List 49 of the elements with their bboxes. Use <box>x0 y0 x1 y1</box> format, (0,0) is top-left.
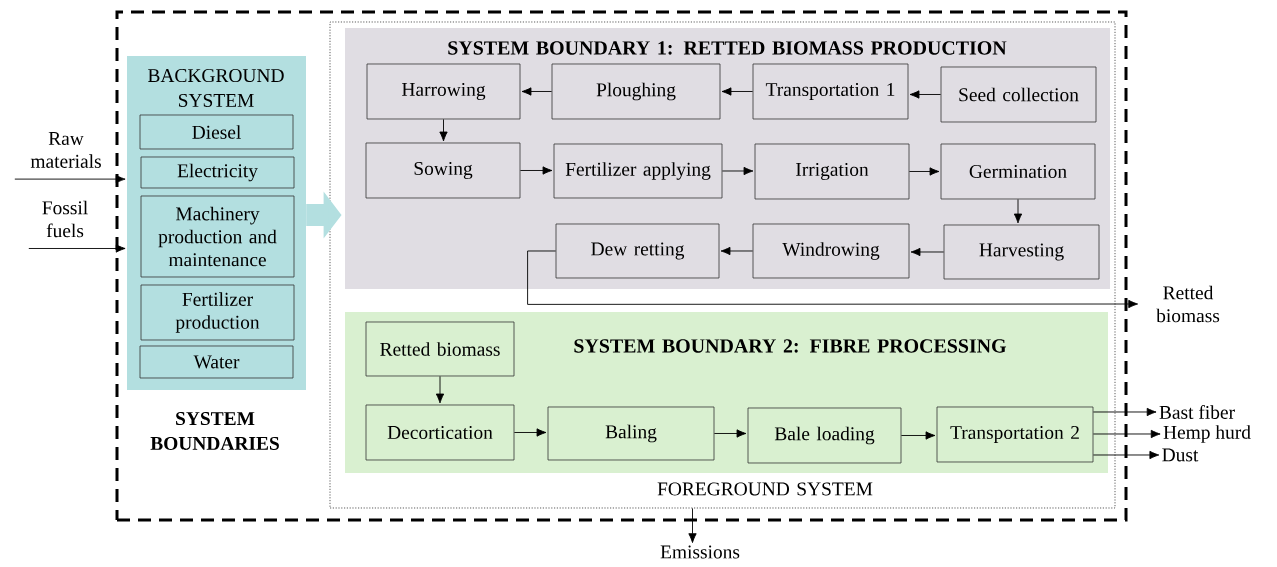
arrow <box>28 244 126 253</box>
process-box: Dew retting <box>555 223 720 279</box>
output-label: Emissions <box>660 545 740 559</box>
arrow <box>720 246 754 256</box>
arrow <box>909 90 942 99</box>
input-label: Fossil fuels <box>42 200 88 238</box>
output-label: Retted biomass <box>1156 285 1220 323</box>
process-box: Diesel <box>139 114 294 150</box>
arrow <box>713 429 747 438</box>
arrow <box>1092 407 1157 417</box>
arrow <box>521 87 553 96</box>
process-box: Transportation 1 <box>752 63 909 120</box>
arrow <box>435 375 445 404</box>
arrow <box>527 250 1139 309</box>
process-box: Ploughing <box>551 63 721 120</box>
process-box: Bale loading <box>747 407 902 464</box>
arrow <box>908 167 940 176</box>
arrow <box>14 175 126 184</box>
process-box: Fertilizer production <box>140 284 295 341</box>
output-label: Dust <box>1162 448 1199 462</box>
output-label: Bast fiber <box>1159 405 1235 419</box>
process-box: Fertilizer applying <box>553 143 723 199</box>
input-label: Raw materials <box>30 132 101 168</box>
arrow <box>721 87 754 96</box>
process-box: Baling <box>547 406 715 461</box>
arrow <box>721 166 754 176</box>
process-box: Transportation 2 <box>936 406 1094 463</box>
process-box: Harrowing <box>366 63 521 120</box>
process-box: Windrowing <box>752 223 910 279</box>
arrow <box>688 507 697 543</box>
arrow <box>1013 198 1023 224</box>
process-box: Seed collection <box>940 66 1097 123</box>
arrow <box>519 166 553 175</box>
process-box: Electricity <box>140 156 295 189</box>
process-box: Machinery production and maintenance <box>140 195 295 278</box>
process-box: Harvesting <box>943 224 1100 280</box>
output-label: Hemp hurd <box>1163 425 1251 443</box>
process-box: Irrigation <box>754 143 910 200</box>
arrow <box>513 428 547 437</box>
arrow <box>1092 450 1160 460</box>
process-box: Retted biomass <box>365 321 515 377</box>
process-box: Germination <box>940 143 1096 200</box>
arrow <box>439 118 448 142</box>
process-box: Decortication <box>365 404 515 461</box>
process-box: Sowing <box>365 142 521 199</box>
arrow <box>1092 429 1161 439</box>
process-box: Water <box>139 345 294 379</box>
arrow <box>900 431 936 440</box>
arrow <box>910 247 945 257</box>
